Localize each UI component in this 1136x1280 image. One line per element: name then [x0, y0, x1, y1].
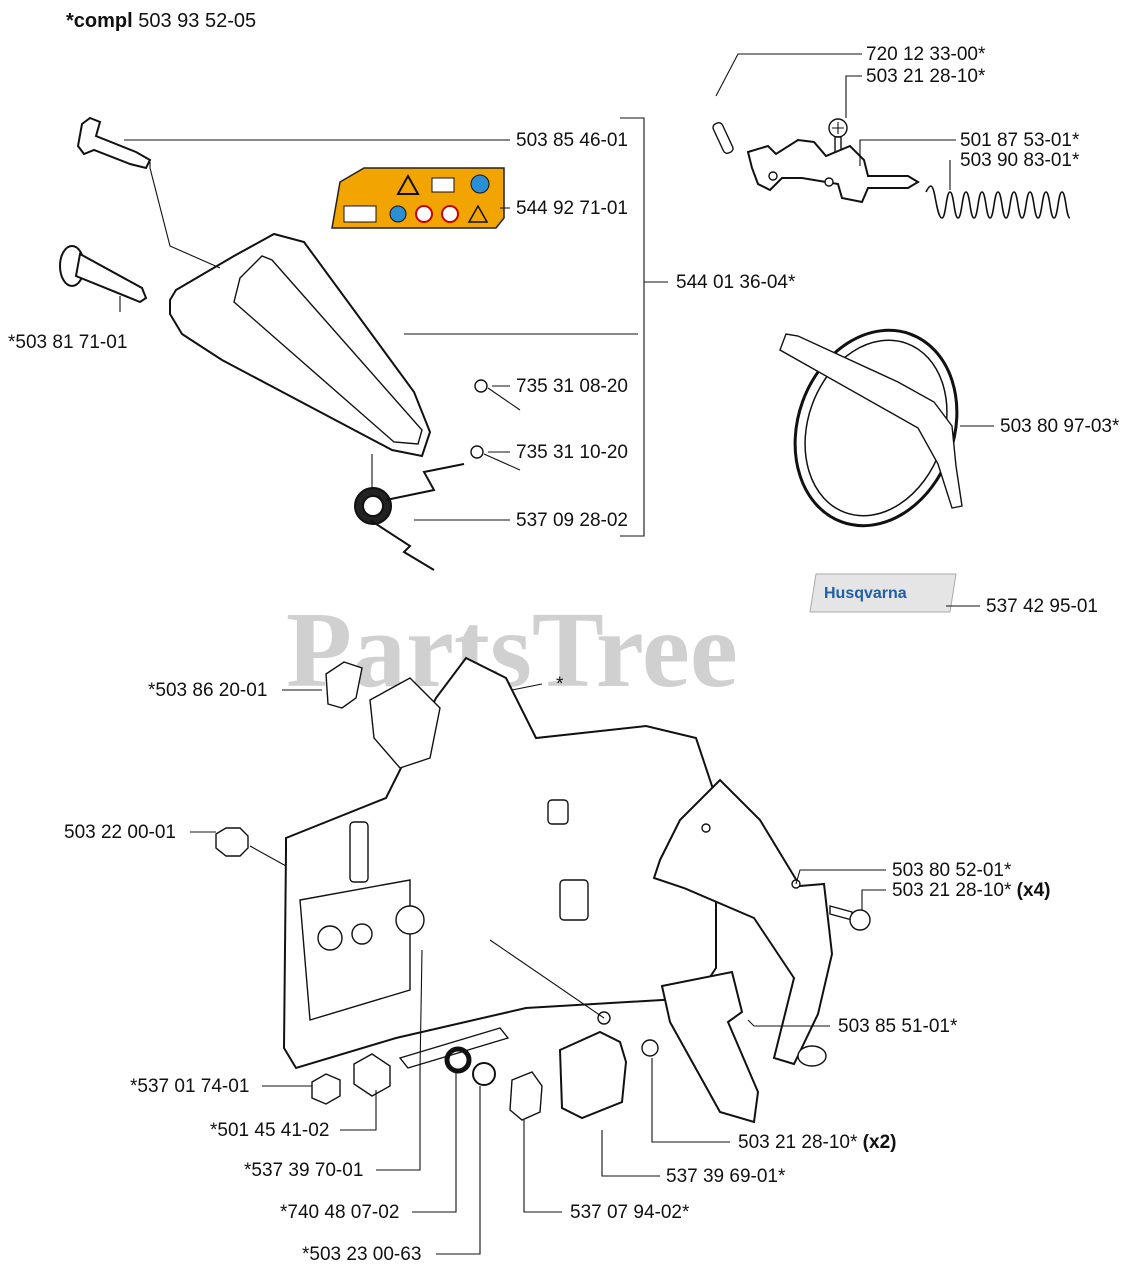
- warning-icon: [396, 173, 420, 195]
- nut-501-45-41-02: [353, 1053, 391, 1097]
- brake-lever-group: [712, 118, 1071, 219]
- handle-assembly: [59, 116, 505, 571]
- label-503-23-00-63: *503 23 00-63: [302, 1244, 421, 1265]
- label-501-45-41-02: *501 45 41-02: [210, 1120, 329, 1141]
- label-735-31-10-20: 735 31 10-20: [516, 442, 628, 463]
- part-labels: 720 12 33-00* 503 21 28-10* 501 87 53-01…: [8, 44, 1120, 1265]
- chain-guard-503-80-52-01: [652, 778, 834, 1067]
- label-503-86-20-01: *503 86 20-01: [148, 680, 267, 701]
- label-503-22-00-01: 503 22 00-01: [64, 822, 176, 843]
- hand-icon: [389, 205, 407, 223]
- pin-part: [712, 122, 734, 154]
- cover-537-39-69-01: [558, 1030, 628, 1120]
- screw-503-21-28-10-x2: [641, 1039, 659, 1057]
- screw-503-21-28-10-x4: [829, 905, 871, 931]
- label-735-31-08-20: 735 31 08-20: [516, 376, 628, 397]
- label-537-39-70-01: *537 39 70-01: [244, 1160, 363, 1181]
- kickback-icon: [343, 205, 377, 223]
- circlip-735-31-08-20: [474, 379, 488, 393]
- bolt-503-85-46-01: [76, 116, 152, 170]
- label-503-85-51-01: 503 85 51-01*: [838, 1016, 958, 1037]
- label-537-07-94-02: 537 07 94-02*: [570, 1202, 690, 1223]
- label-501-87-53-01: 501 87 53-01*: [960, 130, 1080, 151]
- label-544-01-36-04: 544 01 36-04*: [676, 272, 796, 293]
- spring: [925, 185, 1071, 219]
- gear-537-07-94-02: [509, 1071, 543, 1121]
- brand-decal: Husqvarna: [809, 573, 957, 613]
- plate-503-85-51-01: [660, 970, 760, 1124]
- brake-lever: [746, 138, 920, 204]
- label-asterisk: *: [556, 674, 564, 695]
- prohibited-icon-2: [441, 205, 459, 223]
- label-503-90-83-01: 503 90 83-01*: [960, 150, 1080, 171]
- torsion-spring: [354, 463, 465, 571]
- warning-decal: [331, 167, 505, 229]
- clutch-cover-housing: [215, 656, 717, 1070]
- label-503-81-71-01: *503 81 71-01: [8, 332, 127, 353]
- diagram-header: *compl 503 93 52-05: [66, 10, 256, 33]
- header-prefix: *compl: [66, 10, 133, 32]
- label-740-48-07-02: *740 48 07-02: [280, 1202, 399, 1223]
- warning-icon-2: [467, 204, 489, 223]
- prohibited-icon: [415, 205, 433, 223]
- washer-503-23-00-63: [472, 1062, 496, 1086]
- helmet-icon: [470, 174, 490, 194]
- label-537-01-74-01: *537 01 74-01: [130, 1076, 249, 1097]
- brake-band-503-80-97-03: [779, 328, 963, 528]
- nut-537-01-74-01: [311, 1073, 341, 1105]
- label-503-21-28-10-top: 503 21 28-10*: [866, 66, 986, 87]
- label-503-85-46-01: 503 85 46-01: [516, 130, 628, 151]
- nut-503-22-00-01: [215, 827, 249, 857]
- label-503-80-52-01: 503 80 52-01*: [892, 860, 1012, 881]
- brand-text: Husqvarna: [824, 585, 907, 602]
- label-537-09-28-02: 537 09 28-02: [516, 510, 628, 531]
- leader-lines: [119, 53, 994, 1255]
- oring-740-48-07-02: [444, 1046, 472, 1074]
- handle-window: [233, 255, 423, 445]
- label-537-39-69-01: 537 39 69-01*: [666, 1166, 786, 1187]
- label-503-21-28-10-x2: 503 21 28-10* (x2): [738, 1132, 896, 1153]
- label-503-80-97-03: 503 80 97-03*: [1000, 416, 1120, 437]
- header-number: 503 93 52-05: [138, 10, 257, 32]
- circlip-735-31-10-20: [470, 445, 484, 459]
- guide-503-86-20-01: [325, 661, 363, 709]
- chain-tensioner-parts: [311, 1011, 659, 1121]
- manual-icon: [431, 177, 455, 193]
- label-720-12-33-00: 720 12 33-00*: [866, 44, 986, 65]
- label-503-21-28-10-x4: 503 21 28-10* (x4): [892, 880, 1050, 901]
- label-537-42-95-01: 537 42 95-01: [986, 596, 1098, 617]
- label-544-92-71-01: 544 92 71-01: [516, 198, 628, 219]
